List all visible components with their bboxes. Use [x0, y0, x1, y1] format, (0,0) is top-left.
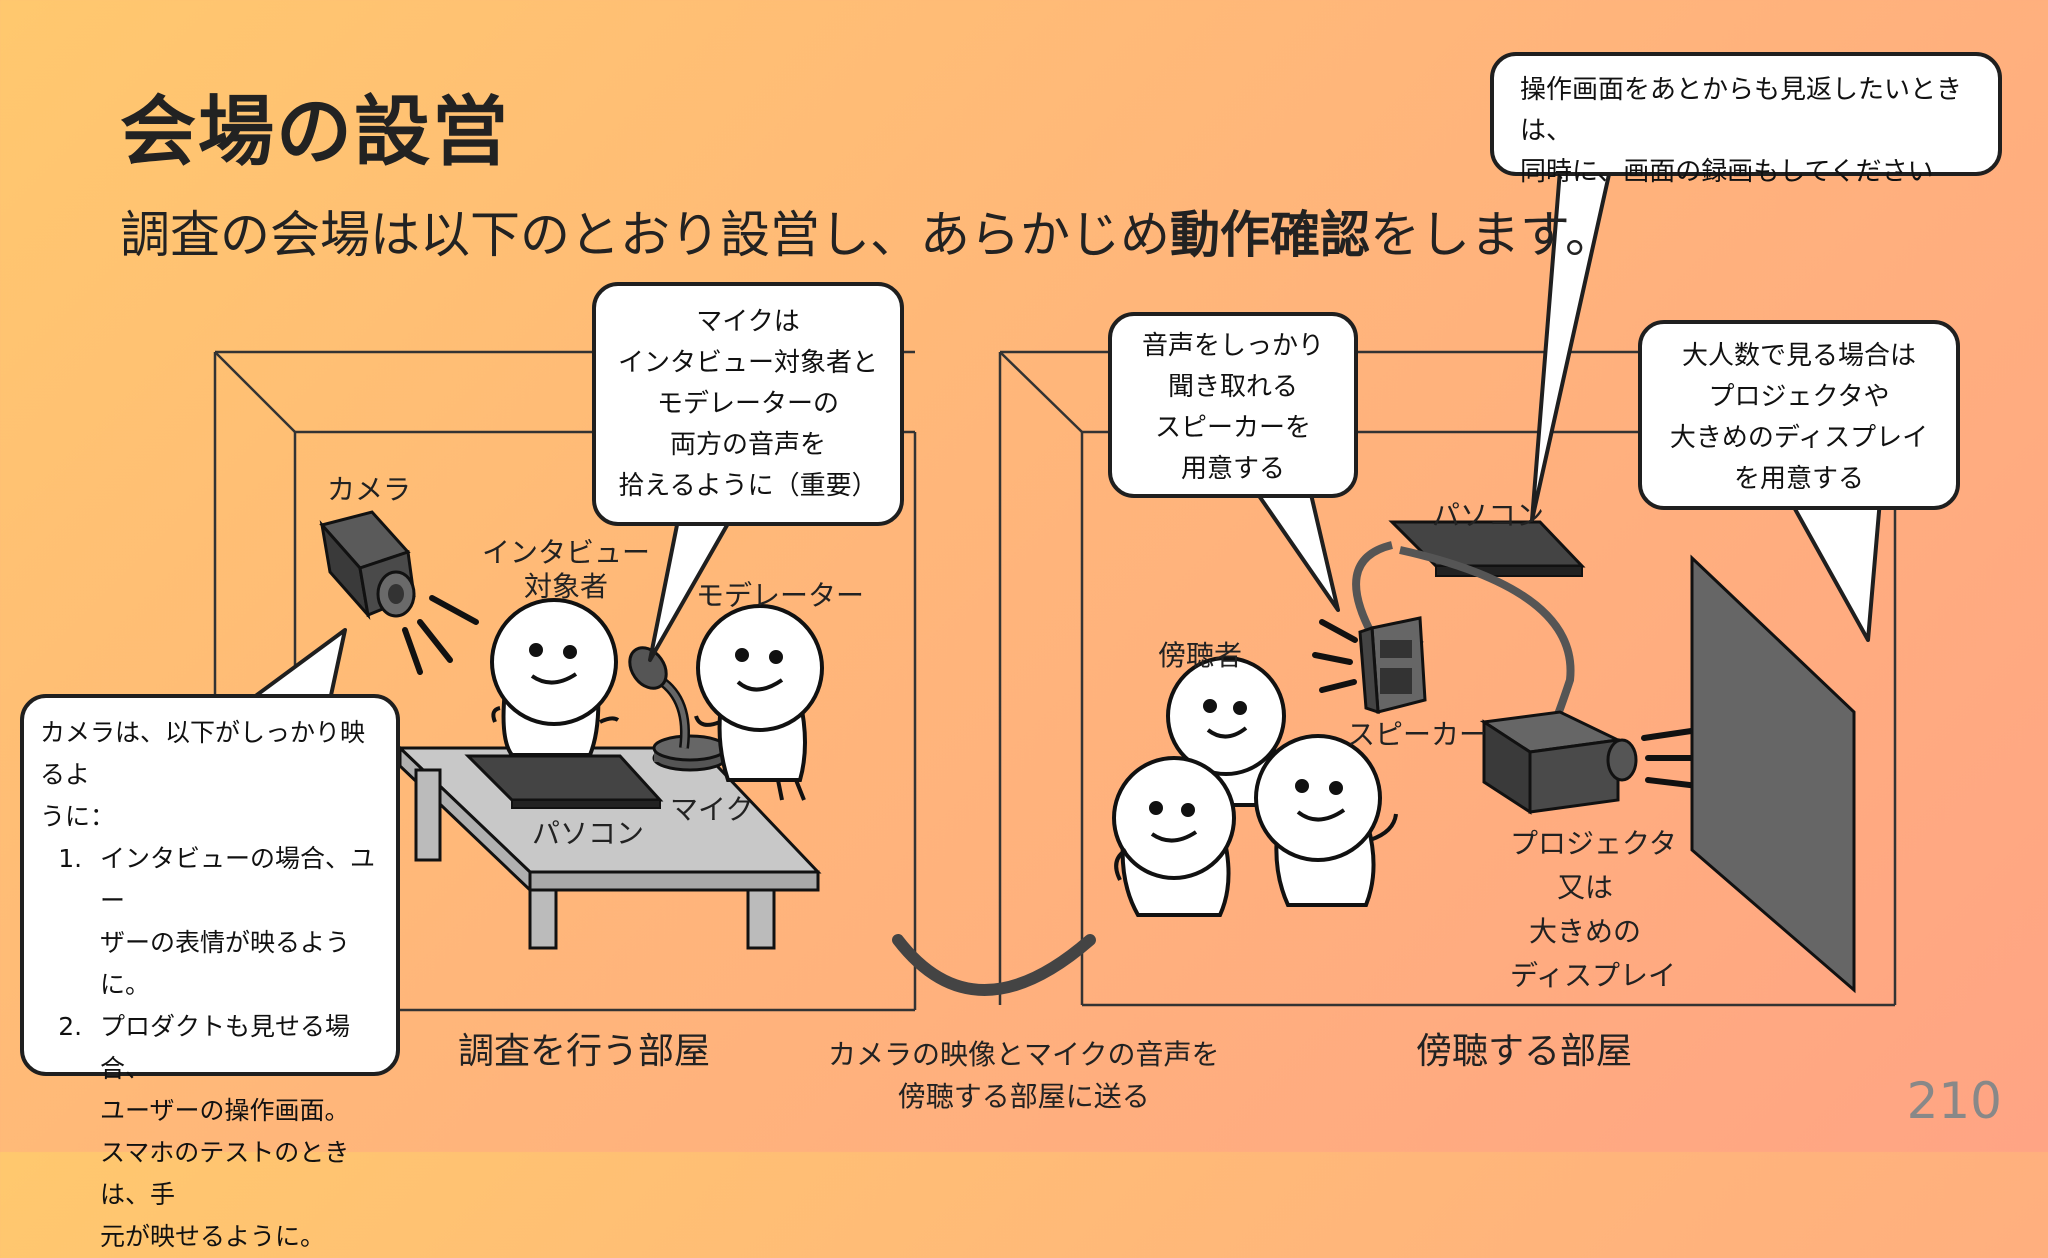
page-number: 210 [1906, 1072, 2002, 1130]
setup-illustration [213, 168, 1897, 1012]
interview-table [396, 646, 822, 950]
page-title: 会場の設営 [120, 87, 510, 176]
camera-icon [319, 510, 479, 675]
mic-bubble: マイクは インタビュー対象者と モデレーターの 両方の音声を 拾えるように（重要… [592, 282, 904, 526]
observers-label: 傍聴者 [1158, 639, 1243, 672]
moderator-label: モデレーター [696, 579, 865, 612]
camera-label: カメラ [327, 473, 412, 506]
speaker-bubble: 音声をしっかり 聞き取れる スピーカーを 用意する [1108, 312, 1358, 498]
camera-bubble: カメラは、以下がしっかり映るよ うに： インタビューの場合、ユーザーの表情が映る… [20, 694, 400, 1251]
page-subtitle: 調査の会場は以下のとおり設営し、あらかじめ動作確認をします。 [120, 206, 1615, 264]
projector-icon [1479, 710, 1703, 815]
speaker-icon [1312, 616, 1427, 715]
video-audio-cable [892, 934, 1096, 996]
projector-label: プロジェクタ 又は 大きめの ディスプレイ [1510, 827, 1677, 992]
interviewee-label: インタビュー対象者 [482, 536, 651, 603]
subtitle-emphasis: 動作確認 [1170, 206, 1370, 264]
left-room-label: 調査を行う部屋 [458, 1031, 711, 1072]
observer-figures [1112, 656, 1398, 917]
speaker-bubble-tail [1253, 488, 1340, 612]
recording-bubble: 操作画面をあとからも見返したいときは、 同時に、画面の録画もしてください [1490, 52, 2002, 187]
moderator-figure [694, 604, 824, 801]
camera-bubble-tail [248, 628, 347, 702]
speaker-label: スピーカー [1347, 718, 1488, 751]
projector-cable [1399, 546, 1575, 724]
interviewee-figure [490, 598, 620, 757]
display-bubble-tail [1788, 498, 1882, 642]
display-screen [1690, 554, 1856, 994]
cable-caption: カメラの映像とマイクの音声を 傍聴する部屋に送る [828, 1038, 1220, 1113]
right-room-label: 傍聴する部屋 [1416, 1031, 1633, 1072]
pc-label: パソコン [532, 817, 645, 850]
display-bubble: 大人数で見る場合は プロジェクタや 大きめのディスプレイ を用意する [1638, 320, 1960, 510]
camera-item-2: プロダクトも見せる場合、ユーザーの操作画面。スマホのテストのときは、手元が映せる… [90, 1006, 380, 1258]
observer-pc-label: パソコン [1432, 499, 1545, 532]
microphone-icon [628, 646, 728, 772]
mic-label: マイク [670, 793, 754, 826]
